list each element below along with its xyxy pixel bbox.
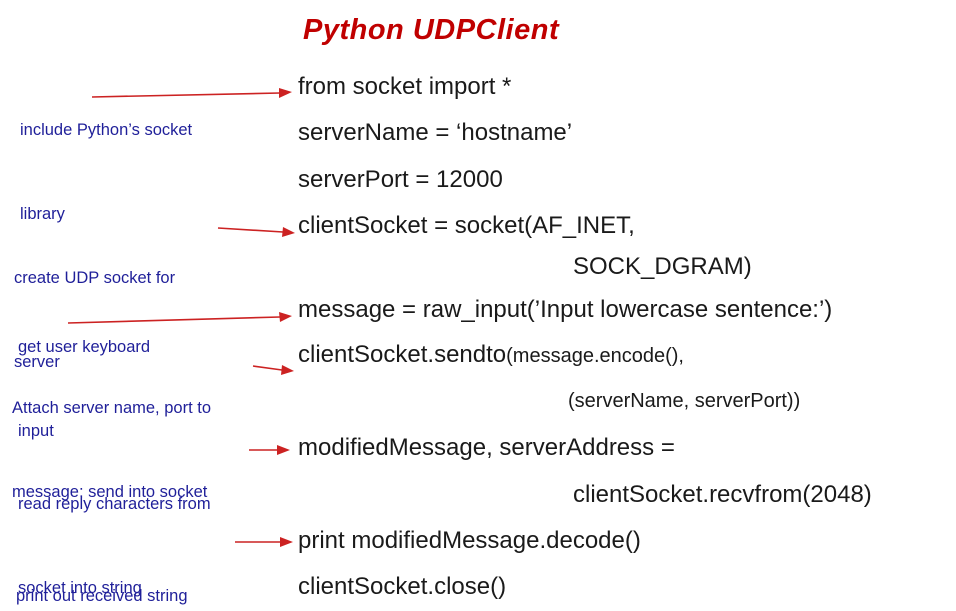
annotation-create-socket: create UDP socket for server — [14, 208, 175, 432]
code-segment-small: (message.encode(), — [506, 345, 684, 367]
code-line-close: clientSocket.close() — [298, 573, 507, 600]
code-line-modified-msg: modifiedMessage, serverAddress = — [298, 434, 675, 461]
annotation-print-close: print out received string and close sock… — [16, 526, 188, 611]
annotation-keyboard-input: get user keyboard input — [18, 277, 150, 501]
annotation-include-library: include Python’s socket library — [20, 60, 192, 284]
code-segment-large: clientSocket.sendto — [298, 341, 507, 368]
code-line-serverport: serverPort = 12000 — [298, 166, 503, 193]
annotation-line: read reply characters from — [18, 495, 211, 513]
code-line-sendto: clientSocket.sendto(message.encode(), — [298, 341, 684, 369]
arrow-icon-create-socket — [217, 227, 295, 237]
code-line-raw-input: message = raw_input(’Input lowercase sen… — [298, 296, 833, 323]
page-title: Python UDPClient — [303, 14, 560, 46]
code-line-servername: serverName = ‘hostname’ — [298, 119, 573, 146]
code-line-import: from socket import * — [298, 73, 512, 100]
annotation-read-reply: read reply characters from socket into s… — [18, 434, 211, 611]
code-line-recvfrom: clientSocket.recvfrom(2048) — [573, 481, 872, 508]
annotation-line: library — [20, 205, 65, 223]
annotation-line: Attach server name, port to — [12, 399, 212, 417]
code-line-print: print modifiedMessage.decode() — [298, 527, 641, 554]
code-line-sock-dgram: SOCK_DGRAM) — [573, 253, 752, 280]
arrow-icon-read-reply — [249, 445, 290, 455]
code-line-servername-port: (serverName, serverPort)) — [568, 390, 801, 412]
arrow-icon-attach-send — [252, 365, 294, 375]
annotation-line: create UDP socket for — [14, 269, 176, 287]
arrow-icon-print-close — [235, 537, 293, 547]
annotation-line: message; send into socket — [12, 483, 208, 501]
annotation-line: print out received string — [16, 587, 188, 605]
code-line-clientsocket: clientSocket = socket(AF_INET, — [298, 212, 635, 239]
annotation-line: get user keyboard — [18, 338, 151, 356]
annotation-line: socket into string — [18, 579, 142, 597]
annotation-attach-send: Attach server name, port to message; sen… — [12, 338, 211, 562]
annotation-line: server — [14, 353, 60, 371]
annotation-line: input — [18, 422, 54, 440]
annotation-line: include Python’s socket — [20, 121, 193, 139]
